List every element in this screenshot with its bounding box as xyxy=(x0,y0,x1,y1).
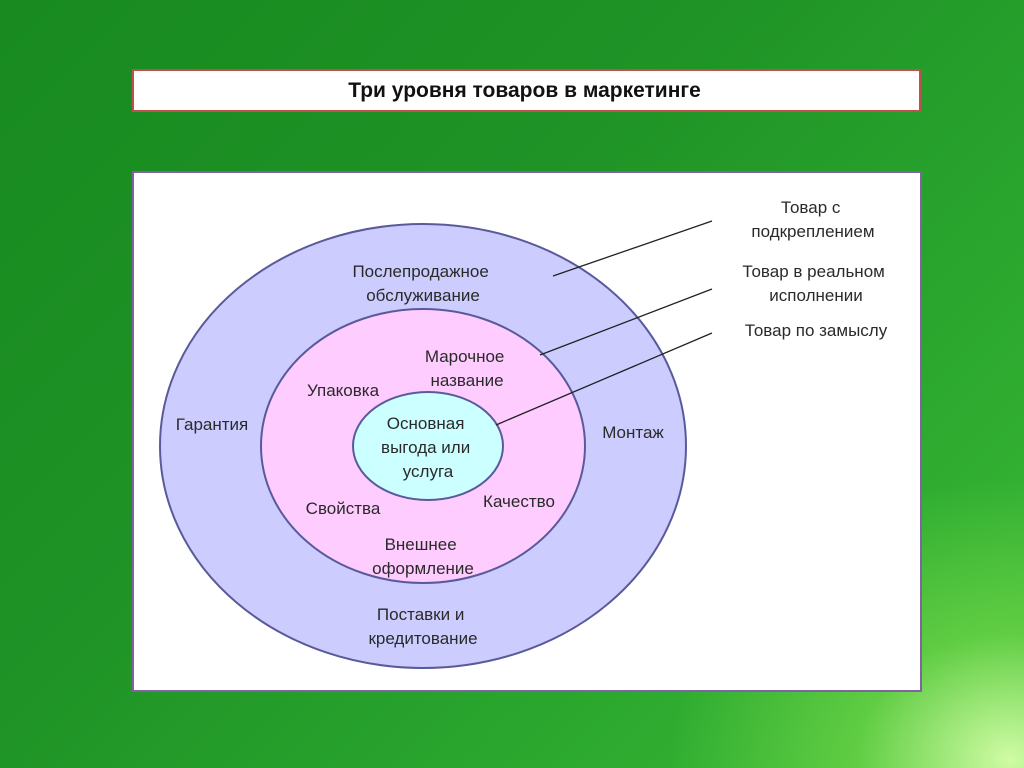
delivery-credit-label: Поставки и кредитование xyxy=(368,605,477,648)
slide-title: Три уровня товаров в маркетинге xyxy=(348,78,701,102)
packaging-label: Упаковка xyxy=(307,381,380,400)
quality-label: Качество xyxy=(483,492,555,511)
core-benefit-label: Основная выгода или услуга xyxy=(381,414,475,481)
brand-name-label: Марочное название xyxy=(425,347,509,390)
core-product-ring xyxy=(352,391,504,501)
after-sales-service-label: Послепродажное обслуживание xyxy=(352,262,493,305)
warranty-label: Гарантия xyxy=(176,415,249,434)
actual-leader-line xyxy=(539,288,713,356)
actual-level-label: Товар в реальном исполнении xyxy=(742,262,889,305)
core-level-label: Товар по замыслу xyxy=(745,321,888,340)
augmented-level-label: Товар с подкреплением xyxy=(751,198,874,241)
design-label: Внешнее оформление xyxy=(372,535,474,578)
title-box: Три уровня товаров в маркетинге xyxy=(132,69,921,112)
features-label: Свойства xyxy=(306,499,381,518)
core-leader-line xyxy=(495,332,713,426)
installation-label: Монтаж xyxy=(602,423,664,442)
augmented-leader-line xyxy=(552,220,713,277)
